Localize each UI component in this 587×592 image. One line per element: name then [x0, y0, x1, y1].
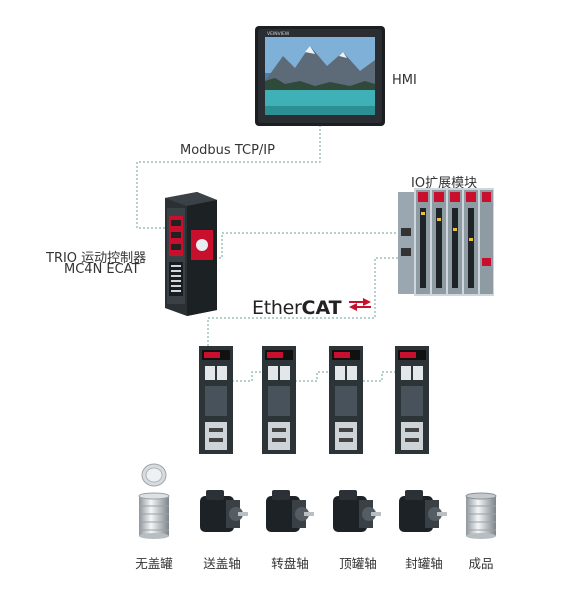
caption-lid-feed-axis: 送盖轴 — [203, 556, 241, 571]
drive-chain-link — [229, 371, 396, 382]
caption-finished-product: 成品 — [468, 556, 494, 571]
servo-drive-3 — [329, 346, 363, 456]
caption-turntable-axis: 转盘轴 — [271, 556, 309, 571]
caption-seaming-axis: 封罐轴 — [405, 556, 443, 571]
servo-drive-2 — [262, 346, 296, 456]
servo-drive-1 — [199, 346, 233, 456]
servo-motor-1 — [196, 488, 248, 538]
caption-can-lift-axis: 顶罐轴 — [339, 556, 377, 571]
controller-label-line2: MC4N ECAT — [64, 262, 140, 277]
can-empty — [137, 492, 171, 540]
io-module — [396, 188, 496, 298]
servo-motor-2 — [262, 488, 314, 538]
ethercat-text-ether: Ether — [252, 297, 302, 319]
can-finished — [464, 492, 498, 540]
protocol-label: Modbus TCP/IP — [180, 143, 275, 158]
servo-motor-4 — [395, 488, 447, 538]
ethercat-text-cat: CAT — [301, 297, 342, 319]
ethercat-link — [207, 257, 398, 349]
io-module-label: IO扩展模块 — [411, 176, 478, 191]
can-lid — [140, 462, 168, 488]
hmi-brand-text: VEINVIEW — [267, 31, 290, 37]
caption-empty-can: 无盖罐 — [135, 556, 173, 571]
modbus-link — [136, 125, 321, 229]
servo-motor-3 — [329, 488, 381, 538]
controller-io-link — [215, 232, 402, 259]
hmi-label: HMI — [392, 73, 417, 88]
ethercat-arrows-icon — [348, 298, 371, 311]
controller-label-line1: TRIO 运动控制器 — [46, 251, 147, 266]
ethercat-logo: EtherCAT — [252, 297, 371, 319]
motion-controller — [157, 190, 219, 318]
servo-drive-4 — [395, 346, 429, 456]
hmi-device: VEINVIEW — [255, 26, 385, 126]
